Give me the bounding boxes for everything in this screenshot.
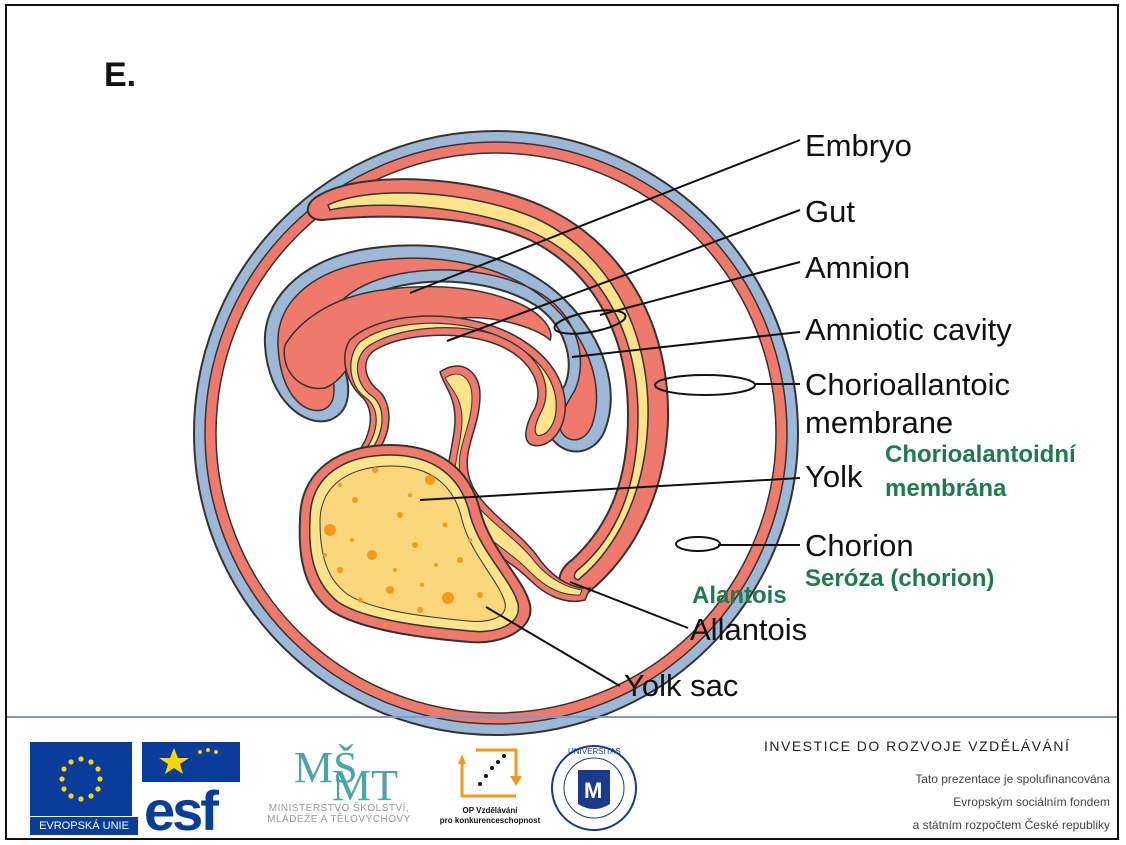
financing-line-3: a státním rozpočtem České republiky — [810, 818, 1110, 832]
investice-heading: INVESTICE DO ROZVOJE VZDĚLÁVÁNÍ — [764, 738, 1114, 754]
label-membrana: membrána — [885, 475, 1007, 502]
svg-text:esf: esf — [144, 779, 219, 834]
label-amnion: Amnion — [805, 250, 910, 285]
financing-line-2: Evropským sociálním fondem — [810, 795, 1110, 809]
label-chorioallantoic: Chorioallantoic — [805, 367, 1010, 402]
svg-text:MT: MT — [332, 761, 398, 802]
label-yolk: Yolk — [805, 459, 863, 494]
eu-flag-logo — [30, 742, 132, 816]
label-membrane: membrane — [805, 405, 953, 440]
label-allantois: Allantois — [690, 612, 807, 647]
label-chorioalantoidni: Chorioalantoidní — [885, 441, 1077, 468]
footer-divider — [7, 716, 1117, 718]
op-text: OP Vzdělávání pro konkurenceschopnost — [430, 806, 550, 826]
label-seroza: Seróza (chorion) — [805, 565, 994, 592]
label-yolk-sac: Yolk sac — [624, 668, 738, 703]
financing-line-1: Tato prezentace je spolufinancována — [810, 772, 1110, 786]
university-seal: M UNIVERSITAS — [548, 742, 640, 834]
label-embryo: Embryo — [805, 128, 912, 163]
svg-text:UNIVERSITAS: UNIVERSITAS — [568, 747, 621, 756]
svg-text:M: M — [584, 778, 602, 803]
label-gut: Gut — [805, 194, 855, 229]
msmt-text: MINISTERSTVO ŠKOLSTVÍ, MLÁDEŽE A TĚLOVÝC… — [244, 803, 434, 825]
eu-label: EVROPSKÁ UNIE — [30, 817, 138, 835]
label-alantois: Alantois — [692, 582, 787, 609]
label-amniotic-cavity: Amniotic cavity — [805, 312, 1012, 347]
esf-logo: esf — [142, 742, 240, 834]
label-chorion: Chorion — [805, 528, 914, 563]
